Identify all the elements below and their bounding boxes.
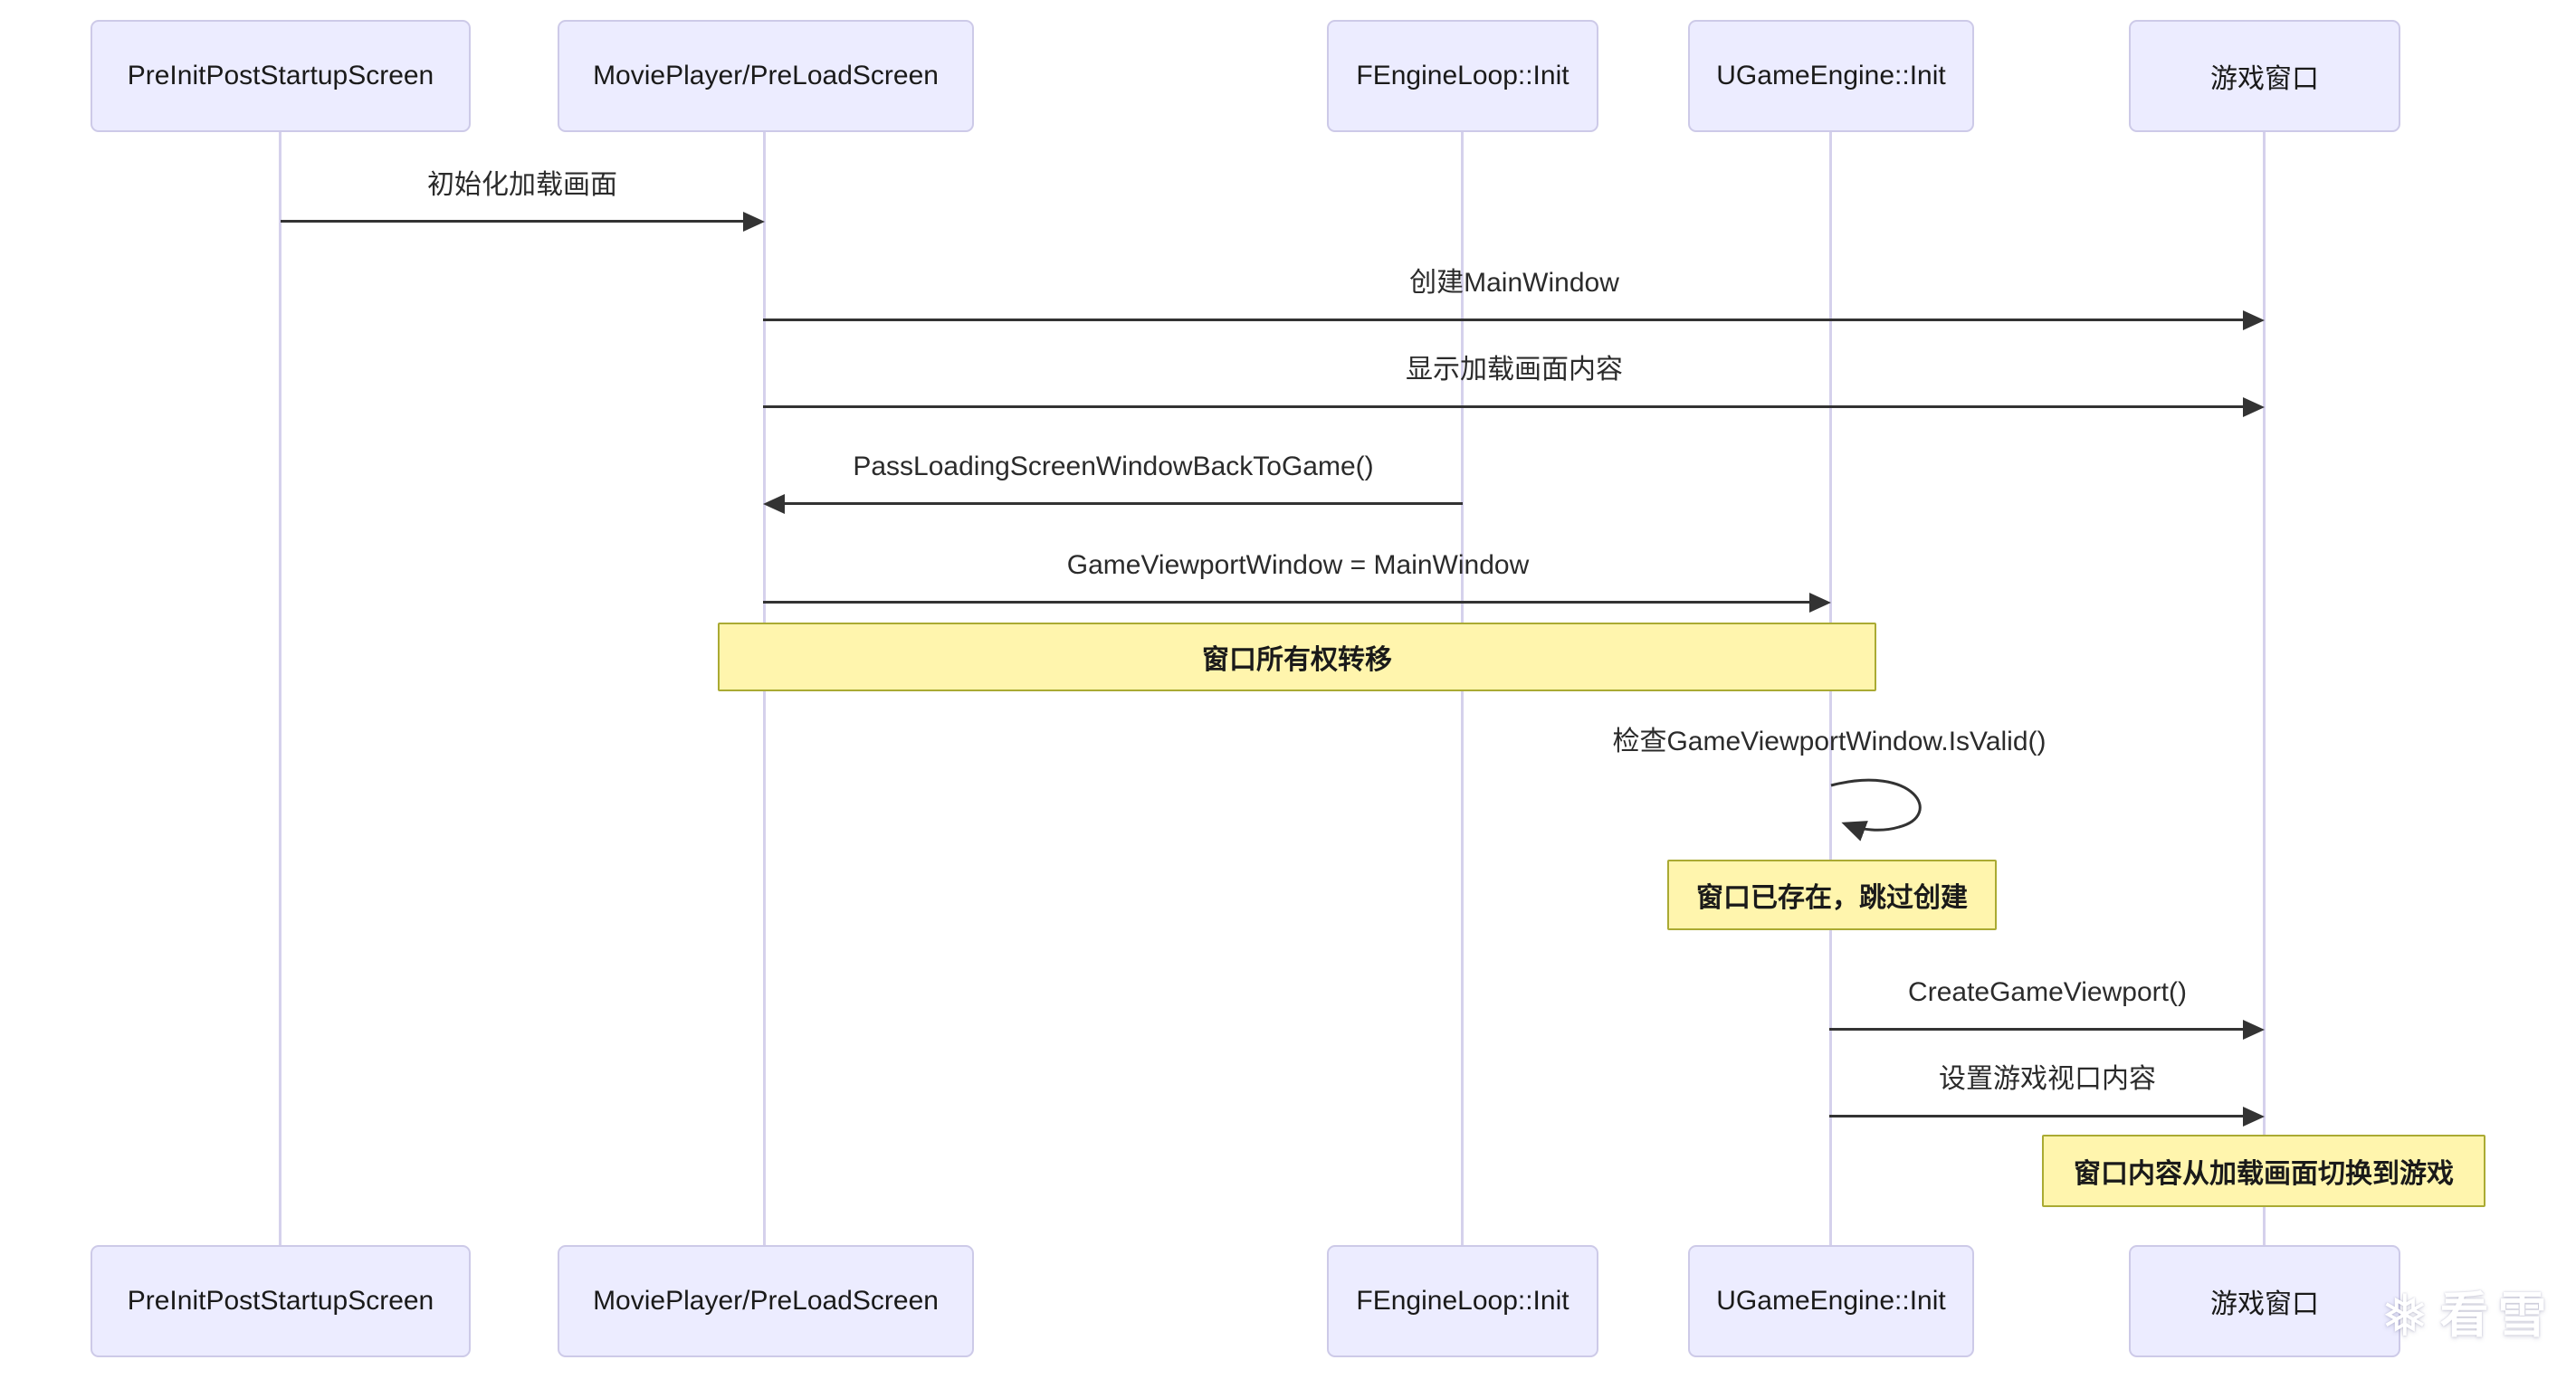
message-label-init-loading-screen: 初始化加载画面 [427,170,617,200]
arrowhead-right-7 [2243,1020,2265,1040]
actor-bottom-movieplayer-preloadscreen: MoviePlayer/PreLoadScreen [558,1245,974,1357]
arrowhead-left-4 [763,494,785,514]
actor-bottom-ugameengine-init: UGameEngine::Init [1688,1245,1974,1357]
message-label-show-loading-content: 显示加载画面内容 [1406,355,1623,385]
actor-top-ugameengine-init: UGameEngine::Init [1688,20,1974,132]
arrowhead-right-2 [2243,310,2265,330]
actor-top-fengineloop-init: FEngineLoop::Init [1327,20,1598,132]
actor-top-preinitpoststartupscreen: PreInitPostStartupScreen [91,20,471,132]
watermark-text: 看雪 [2439,1289,2556,1343]
self-loop-arrow [1830,778,1922,842]
snowflake-icon: ❅ [2380,1283,2429,1348]
arrowhead-right-3 [2243,397,2265,417]
message-label-set-viewport-content: 设置游戏视口内容 [1939,1064,2156,1094]
message-line-5 [763,601,1809,604]
message-label-gameviewportwindow-assign: GameViewportWindow = MainWindow [1066,550,1530,580]
message-label-check-isvalid: 检查GameViewportWindow.IsValid() [1612,727,2046,756]
note-window-ownership-transfer: 窗口所有权转移 [718,623,1876,691]
actor-top-game-window: 游戏窗口 [2129,20,2400,132]
message-label-pass-loading-screen-window-back: PassLoadingScreenWindowBackToGame() [853,452,1374,481]
actor-top-movieplayer-preloadscreen: MoviePlayer/PreLoadScreen [558,20,974,132]
arrowhead-right-1 [743,212,765,232]
message-line-1 [281,220,743,223]
message-line-8 [1829,1115,2243,1117]
lifeline-preinitpoststartupscreen [279,132,281,1245]
message-label-create-mainwindow: 创建MainWindow [1409,268,1619,298]
actor-bottom-preinitpoststartupscreen: PreInitPostStartupScreen [91,1245,471,1357]
message-line-7 [1829,1028,2243,1031]
message-line-4 [785,502,1463,505]
lifeline-game-window [2263,132,2266,1245]
kanxue-watermark: ❅ 看雪 [2380,1287,2556,1345]
arrowhead-right-8 [2243,1107,2265,1127]
actor-bottom-fengineloop-init: FEngineLoop::Init [1327,1245,1598,1357]
message-line-3 [763,405,2243,408]
note-window-exists-skip-create: 窗口已存在，跳过创建 [1667,860,1997,930]
message-label-creategameviewport: CreateGameViewport() [1908,977,2187,1007]
arrowhead-right-5 [1809,593,1831,613]
note-window-content-switch-to-game: 窗口内容从加载画面切换到游戏 [2042,1135,2485,1207]
actor-bottom-game-window: 游戏窗口 [2129,1245,2400,1357]
message-line-2 [763,319,2243,321]
